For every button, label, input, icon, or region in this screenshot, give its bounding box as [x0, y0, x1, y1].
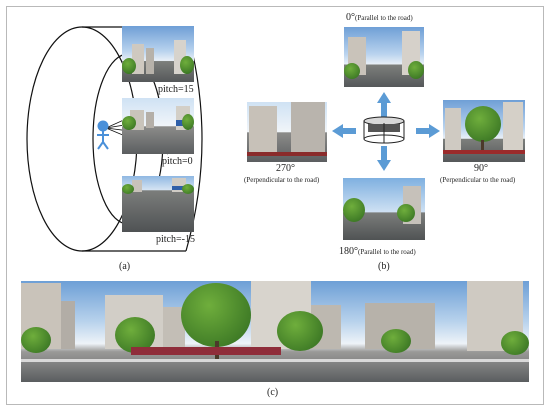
view-180-description: (Parallel to the road) — [358, 248, 416, 256]
street-view-pitch-0 — [122, 98, 194, 154]
street-view-pitch-15 — [122, 26, 194, 82]
street-view-270-deg — [247, 102, 327, 162]
view-0-angle: 0° — [346, 12, 355, 23]
panel-a-label: (a) — [119, 261, 131, 272]
figure-frame — [6, 6, 544, 405]
view-0-description: (Parallel to the road) — [355, 14, 413, 22]
arrow-right — [416, 124, 440, 138]
street-view-0-deg — [344, 27, 424, 87]
panorama-image — [21, 281, 529, 382]
view-90-description: (Perpendicular to the road) — [440, 176, 516, 184]
view-0-caption: 0°(Parallel to the road) — [346, 12, 413, 23]
person-icon — [97, 120, 109, 150]
camera-cylinder-icon — [363, 116, 405, 144]
panel-b-label: (b) — [378, 261, 390, 272]
pitch-label-minus-15: pitch=-15 — [156, 234, 195, 245]
view-180-angle: 180° — [339, 246, 358, 257]
arrow-up — [377, 92, 391, 118]
pitch-label-0: pitch=0 — [162, 156, 193, 167]
panel-c-label: (c) — [267, 387, 279, 398]
street-view-180-deg — [343, 178, 425, 240]
arrow-left — [332, 124, 356, 138]
arrow-down — [377, 146, 391, 171]
cylinder-back-ellipse — [26, 26, 138, 252]
view-90-angle: 90° — [474, 163, 488, 174]
street-view-pitch-minus-15 — [122, 176, 194, 232]
view-270-description: (Perpendicular to the road) — [244, 176, 320, 184]
pitch-label-15: pitch=15 — [158, 84, 194, 95]
view-180-caption: 180°(Parallel to the road) — [339, 246, 416, 257]
view-270-angle: 270° — [276, 163, 295, 174]
street-view-90-deg — [443, 100, 525, 162]
direction-diagram — [332, 92, 440, 171]
